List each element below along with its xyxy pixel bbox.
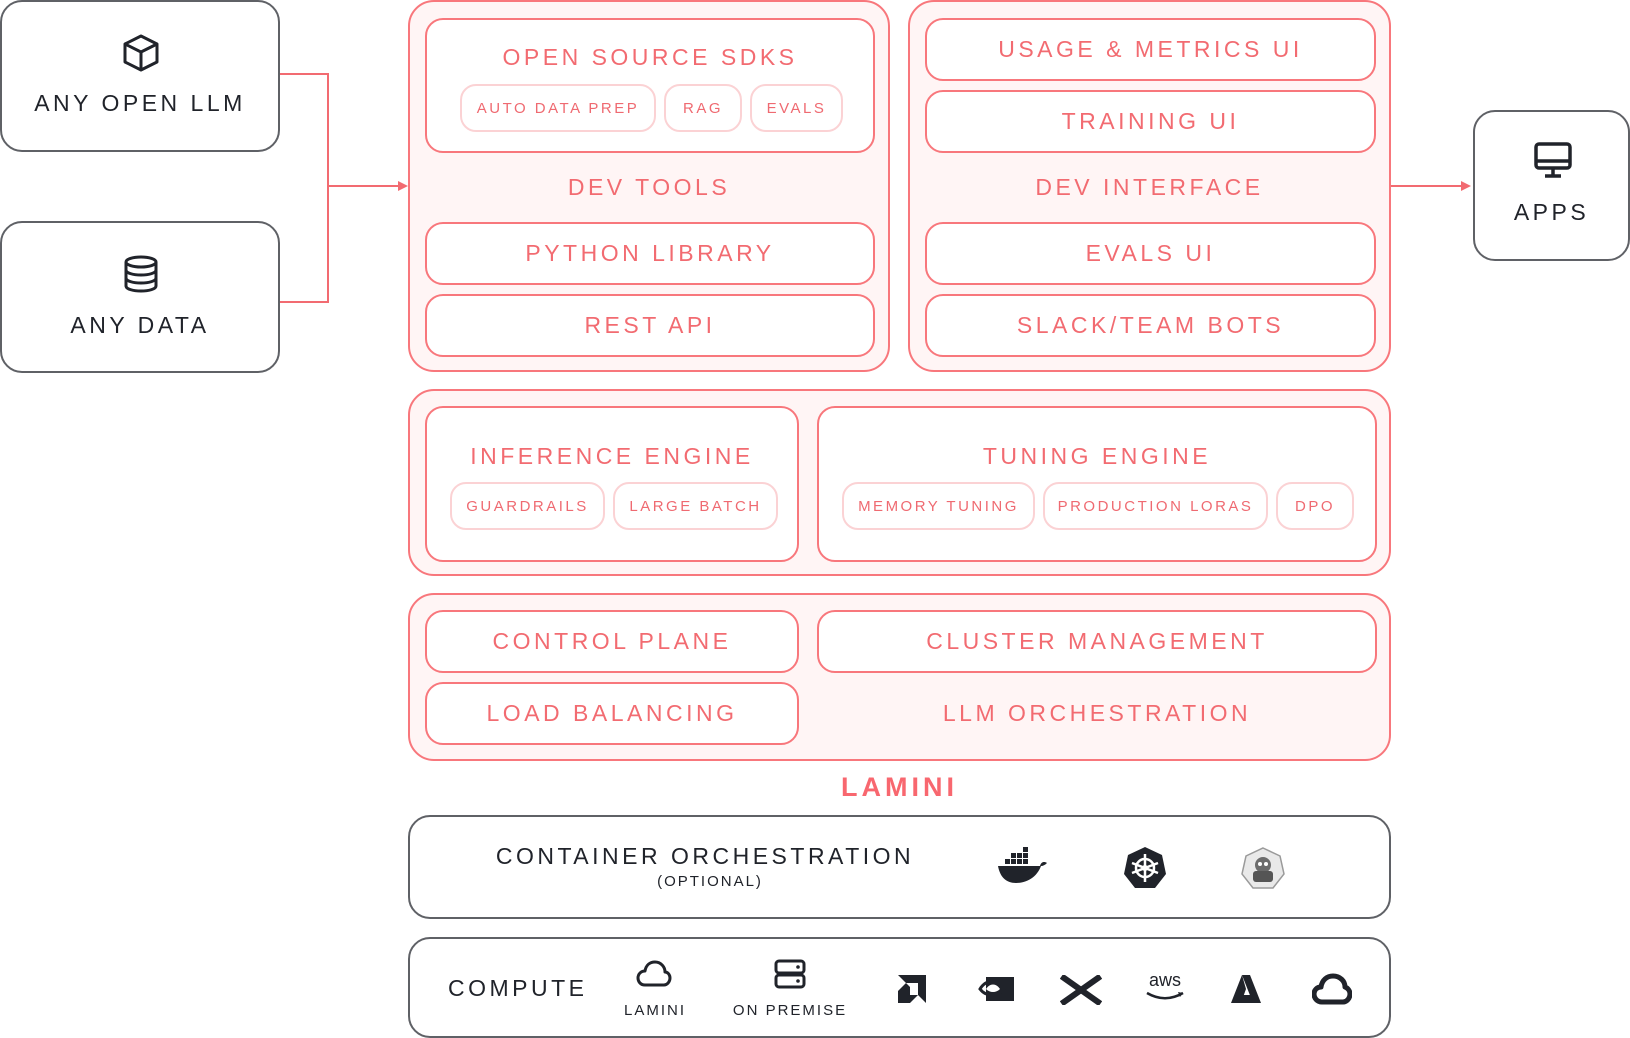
orchestration-panel: CONTROL PLANE CLUSTER MANAGEMENT LOAD BA… bbox=[408, 593, 1391, 761]
slack-team-bots-box: SLACK/TEAM BOTS bbox=[925, 294, 1376, 357]
chip-production-loras: PRODUCTION LORAS bbox=[1043, 482, 1268, 530]
dev-tools-panel: OPEN SOURCE SDKS AUTO DATA PREP RAG EVAL… bbox=[408, 0, 890, 372]
nvidia-logo bbox=[978, 977, 1014, 1001]
evals-ui-box: EVALS UI bbox=[925, 222, 1376, 285]
apps-label: APPS bbox=[1513, 199, 1590, 225]
database-icon bbox=[124, 255, 158, 293]
compute-title: COMPUTE bbox=[448, 975, 588, 1001]
cluster-management-box: CLUSTER MANAGEMENT bbox=[817, 610, 1377, 673]
dev-interface-label: DEV INTERFACE bbox=[1035, 174, 1264, 200]
dev-tools-label: DEV TOOLS bbox=[567, 174, 731, 200]
chip-guardrails: GUARDRAILS bbox=[450, 482, 605, 530]
open-source-sdks-box: OPEN SOURCE SDKS AUTO DATA PREP RAG EVAL… bbox=[425, 18, 875, 153]
svg-text:aws: aws bbox=[1149, 970, 1181, 990]
compute-on-premise-label: ON PREMISE bbox=[732, 1002, 848, 1019]
inference-engine-title: INFERENCE ENGINE bbox=[470, 443, 754, 469]
docker-logo bbox=[998, 847, 1047, 883]
chip-evals: EVALS bbox=[750, 84, 843, 132]
engines-panel: INFERENCE ENGINE GUARDRAILS LARGE BATCH … bbox=[408, 389, 1391, 576]
chip-large-batch: LARGE BATCH bbox=[613, 482, 778, 530]
chip-rag: RAG bbox=[664, 84, 742, 132]
azure-logo bbox=[1231, 975, 1261, 1003]
container-orchestration-subtitle: (OPTIONAL) bbox=[657, 873, 763, 890]
monitor-icon bbox=[1534, 142, 1572, 178]
xai-logo bbox=[1060, 975, 1102, 1005]
any-open-llm-label: ANY OPEN LLM bbox=[34, 90, 246, 116]
dev-interface-panel: USAGE & METRICS UI TRAINING UI DEV INTER… bbox=[908, 0, 1391, 372]
rest-api-box: REST API bbox=[425, 294, 875, 357]
compute-lamini-label: LAMINI bbox=[623, 1002, 686, 1019]
llm-orchestration-label: LLM ORCHESTRATION bbox=[942, 700, 1252, 726]
amd-logo bbox=[898, 975, 926, 1003]
inference-engine-box: INFERENCE ENGINE GUARDRAILS LARGE BATCH bbox=[425, 406, 799, 562]
cube-icon bbox=[123, 34, 159, 72]
cloud-icon bbox=[636, 960, 672, 987]
any-data-box: ANY DATA bbox=[0, 221, 280, 373]
chip-auto-data-prep: AUTO DATA PREP bbox=[460, 84, 656, 132]
load-balancing-box: LOAD BALANCING bbox=[425, 682, 799, 745]
container-orchestration-title: CONTAINER ORCHESTRATION bbox=[495, 843, 915, 869]
lamini-brand: LAMINI bbox=[841, 772, 958, 802]
control-plane-box: CONTROL PLANE bbox=[425, 610, 799, 673]
open-source-sdks-title: OPEN SOURCE SDKS bbox=[502, 44, 798, 70]
compute-box: COMPUTE LAMINI ON PREMISE aws bbox=[408, 937, 1391, 1038]
tuning-engine-title: TUNING ENGINE bbox=[982, 443, 1212, 469]
kubernetes-logo bbox=[1124, 847, 1166, 888]
usage-metrics-box: USAGE & METRICS UI bbox=[925, 18, 1376, 81]
container-orchestration-box: CONTAINER ORCHESTRATION (OPTIONAL) bbox=[408, 815, 1391, 919]
chip-dpo: DPO bbox=[1276, 482, 1354, 530]
google-cloud-logo bbox=[1312, 973, 1352, 1005]
any-data-label: ANY DATA bbox=[70, 312, 210, 338]
server-icon bbox=[774, 959, 806, 989]
any-open-llm-box: ANY OPEN LLM bbox=[0, 0, 280, 152]
training-ui-box: TRAINING UI bbox=[925, 90, 1376, 153]
apps-box: APPS bbox=[1473, 110, 1630, 261]
python-library-box: PYTHON LIBRARY bbox=[425, 222, 875, 285]
chip-memory-tuning: MEMORY TUNING bbox=[842, 482, 1035, 530]
aws-logo: aws bbox=[1146, 970, 1184, 1000]
slurm-logo bbox=[1241, 847, 1285, 889]
tuning-engine-box: TUNING ENGINE MEMORY TUNING PRODUCTION L… bbox=[817, 406, 1377, 562]
